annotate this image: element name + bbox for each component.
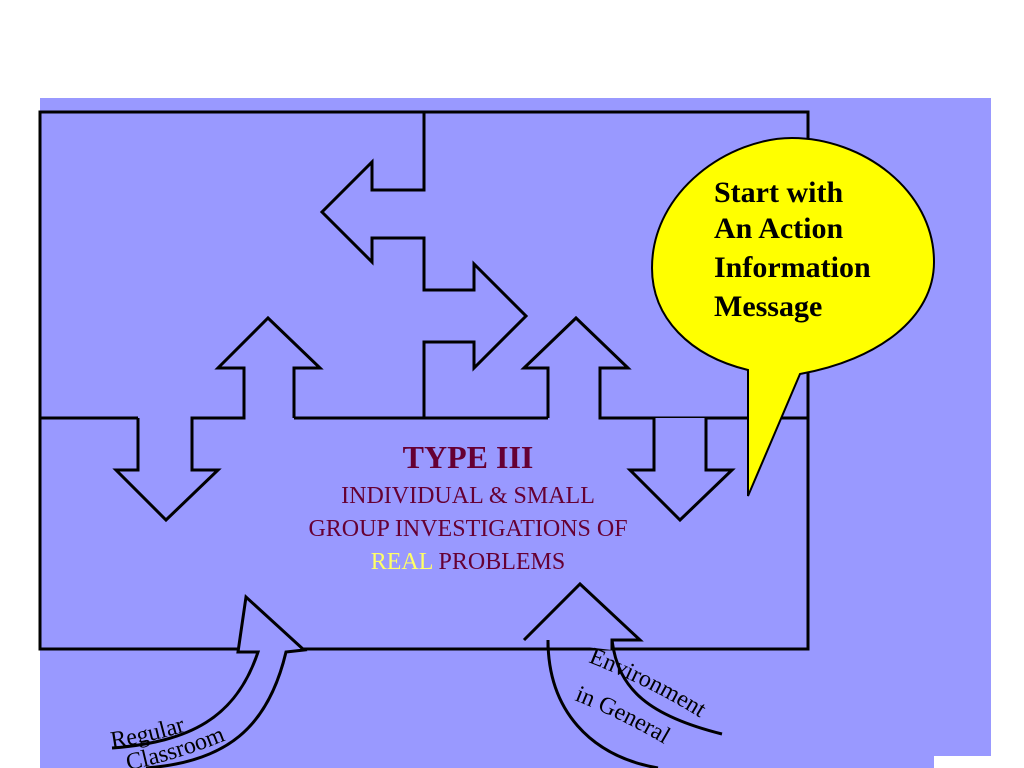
right-up-down-arrow (520, 315, 740, 523)
center-line-3: REAL PROBLEMS (371, 549, 565, 575)
center-title: TYPE III (403, 439, 534, 475)
speech-bubble (650, 136, 936, 497)
problems-word: PROBLEMS (439, 549, 566, 575)
bubble-line-1: Start with (714, 176, 843, 209)
center-line-2: GROUP INVESTIGATIONS OF (308, 516, 627, 542)
bubble-line-4: Message (714, 290, 822, 323)
real-highlight: REAL (371, 549, 433, 575)
bubble-line-2: An Action (714, 212, 844, 245)
left-right-arrow-block (319, 112, 529, 418)
environment-arrow-head (522, 581, 644, 650)
bubble-line-3: Information (714, 251, 871, 284)
environment-general-arrow (546, 639, 723, 768)
left-up-down-arrow (112, 315, 324, 523)
center-line-1: INDIVIDUAL & SMALL (341, 483, 595, 509)
regular-classroom-arrow (111, 593, 308, 768)
corner-cutout (934, 756, 1024, 768)
